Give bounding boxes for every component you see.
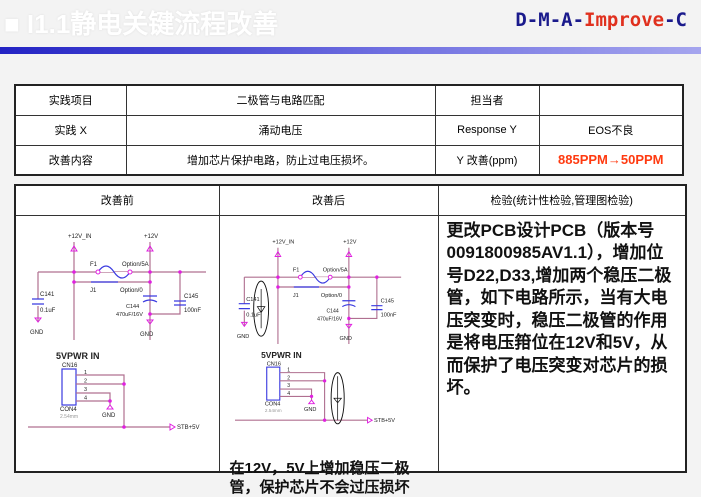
- svg-text:+12V_IN: +12V_IN: [68, 234, 92, 240]
- cell: Y 改善(ppm): [434, 144, 540, 176]
- cell: 改善内容: [14, 144, 127, 176]
- svg-text:1: 1: [287, 367, 290, 373]
- svg-text:C144: C144: [326, 308, 338, 314]
- svg-text:Option/0: Option/0: [320, 292, 341, 298]
- svg-text:+12V: +12V: [343, 239, 356, 245]
- cell: 实践 X: [14, 114, 127, 146]
- svg-text:0.1uF: 0.1uF: [40, 308, 56, 314]
- svg-text:F1: F1: [90, 262, 98, 268]
- svg-text:C141: C141: [40, 292, 55, 298]
- cell: 增加芯片保护电路，防止过电压损坏。: [125, 144, 436, 176]
- svg-text:4: 4: [287, 391, 290, 397]
- svg-text:5VPWR IN: 5VPWR IN: [261, 350, 302, 360]
- svg-text:STB+5V: STB+5V: [177, 425, 200, 431]
- cell: Response Y: [434, 114, 540, 146]
- svg-text:GND: GND: [339, 335, 351, 341]
- svg-text:CN16: CN16: [266, 361, 280, 367]
- table-row: 改善内容增加芯片保护电路，防止过电压损坏。Y 改善(ppm)885PPM→50P…: [14, 144, 684, 176]
- svg-text:2.54mm: 2.54mm: [264, 407, 281, 412]
- header-before: 改善前: [14, 184, 220, 216]
- dmaic-brand: D-M-A-Improve-C: [515, 9, 687, 31]
- svg-text:CON4: CON4: [60, 407, 77, 413]
- svg-text:1: 1: [84, 370, 87, 376]
- svg-text:Option/5A: Option/5A: [322, 267, 347, 273]
- power-schematic-before: +12V_IN +12V F1 Option/5A J1 Option/0 C141 0.1…: [28, 223, 208, 340]
- cell: 担当者: [434, 84, 540, 116]
- svg-text:2.54mm: 2.54mm: [60, 414, 78, 420]
- page-title: ■ I1.1静电关键流程改善: [4, 9, 279, 39]
- table-row: 实践项目二极管与电路匹配担当者: [14, 84, 684, 116]
- svg-text:470uF/16V: 470uF/16V: [317, 316, 343, 322]
- svg-text:CN16: CN16: [62, 363, 78, 369]
- cell: EOS不良: [538, 114, 684, 146]
- description-text: 更改PCB设计PCB（版本号0091800985AV1.1），增加位号D22,D…: [446, 220, 672, 398]
- svg-text:+12V: +12V: [144, 234, 158, 240]
- svg-text:+12V_IN: +12V_IN: [272, 239, 294, 245]
- cell: 实践项目: [14, 84, 127, 116]
- svg-text:C145: C145: [184, 294, 199, 300]
- svg-text:GND: GND: [30, 330, 44, 336]
- svg-text:C141: C141: [246, 296, 259, 302]
- svg-text:GND: GND: [236, 334, 248, 340]
- header-gradient-bar: [0, 47, 701, 54]
- improvement-value: 885PPM→50PPM: [538, 144, 684, 176]
- description-cell: 更改PCB设计PCB（版本号0091800985AV1.1），增加位号D22,D…: [437, 214, 687, 473]
- svg-text:Option/5A: Option/5A: [122, 262, 149, 268]
- svg-text:J1: J1: [90, 288, 97, 294]
- svg-text:CON4: CON4: [264, 401, 280, 407]
- svg-text:3: 3: [287, 383, 290, 389]
- svg-text:C145: C145: [380, 298, 393, 304]
- header-verify: 检验(统计性检验,管理图检验): [437, 184, 687, 216]
- svg-text:GND: GND: [102, 413, 116, 419]
- schematic-drawing: +12V_IN +12V F1 Option/5A J1 Option/0 C141 0.1…: [30, 234, 206, 340]
- before-cell: +12V_IN +12V F1 Option/5A J1 Option/0 C141 0.1…: [14, 214, 220, 473]
- header-after: 改善后: [218, 184, 439, 216]
- svg-text:J1: J1: [292, 292, 298, 298]
- svg-text:F1: F1: [292, 267, 299, 273]
- svg-text:STB+5V: STB+5V: [374, 418, 395, 424]
- cell: [538, 84, 684, 116]
- svg-text:100nF: 100nF: [184, 308, 201, 314]
- svg-text:2: 2: [287, 375, 290, 381]
- svg-text:5VPWR IN: 5VPWR IN: [56, 351, 100, 361]
- svg-text:3: 3: [84, 387, 87, 393]
- cell: 二极管与电路匹配: [125, 84, 436, 116]
- svg-text:C144: C144: [126, 304, 139, 310]
- svg-text:GND: GND: [140, 332, 154, 338]
- svg-text:2: 2: [84, 378, 87, 384]
- svg-text:4: 4: [84, 395, 87, 401]
- svg-text:Option/0: Option/0: [120, 288, 143, 294]
- table-header-row: 改善前改善后检验(统计性检验,管理图检验): [14, 184, 687, 216]
- svg-text:GND: GND: [304, 407, 316, 413]
- svg-text:470uF/16V: 470uF/16V: [116, 312, 143, 318]
- cell: 涌动电压: [125, 114, 436, 146]
- svg-text:100nF: 100nF: [380, 312, 396, 318]
